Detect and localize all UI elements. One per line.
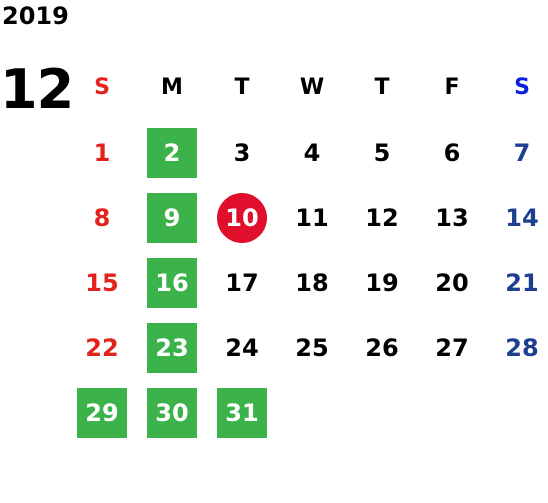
day-cell[interactable]: 18 [295,268,329,297]
day-cell-highlighted[interactable]: 23 [137,315,207,380]
day-cell-highlighted[interactable]: 9 [137,185,207,250]
day-cell[interactable]: 13 [435,203,469,232]
day-cell[interactable]: 1 [93,138,111,167]
day-cell[interactable]: 11 [295,203,329,232]
day-cell[interactable]: 6 [443,138,461,167]
day-cell-highlighted[interactable]: 31 [207,380,277,445]
day-cell[interactable]: 7 [513,138,531,167]
day-cell[interactable]: 8 [93,203,111,232]
weekday-thursday: T [374,74,390,100]
day-cell-highlighted[interactable]: 29 [67,380,137,445]
day-cell-highlighted[interactable]: 30 [137,380,207,445]
weekday-saturday: S [514,74,530,100]
day-cell[interactable]: 22 [85,333,119,362]
weekday-tuesday: T [234,74,250,100]
calendar-grid: S M T W T F S 1 2 3 4 5 6 7 8 9 10 11 12… [67,55,548,445]
day-cell[interactable]: 5 [373,138,391,167]
month-number: 12 [0,58,74,121]
day-cell[interactable]: 24 [225,333,259,362]
day-cell[interactable]: 26 [365,333,399,362]
day-cell-highlighted[interactable]: 16 [137,250,207,315]
day-cell[interactable]: 28 [505,333,539,362]
day-cell[interactable]: 4 [303,138,321,167]
day-cell[interactable]: 27 [435,333,469,362]
weekday-friday: F [444,74,460,100]
day-cell[interactable]: 14 [505,203,539,232]
day-cell[interactable]: 19 [365,268,399,297]
day-cell[interactable]: 20 [435,268,469,297]
day-cell[interactable]: 21 [505,268,539,297]
day-cell[interactable]: 15 [85,268,119,297]
year-label: 2019 [2,2,69,30]
weekday-sunday: S [94,74,110,100]
day-cell[interactable]: 12 [365,203,399,232]
weekday-monday: M [161,74,183,100]
day-cell-today[interactable]: 10 [207,185,277,250]
day-cell[interactable]: 25 [295,333,329,362]
day-cell[interactable]: 3 [233,138,251,167]
day-cell[interactable]: 17 [225,268,259,297]
day-cell-highlighted[interactable]: 2 [137,120,207,185]
weekday-wednesday: W [299,74,325,100]
